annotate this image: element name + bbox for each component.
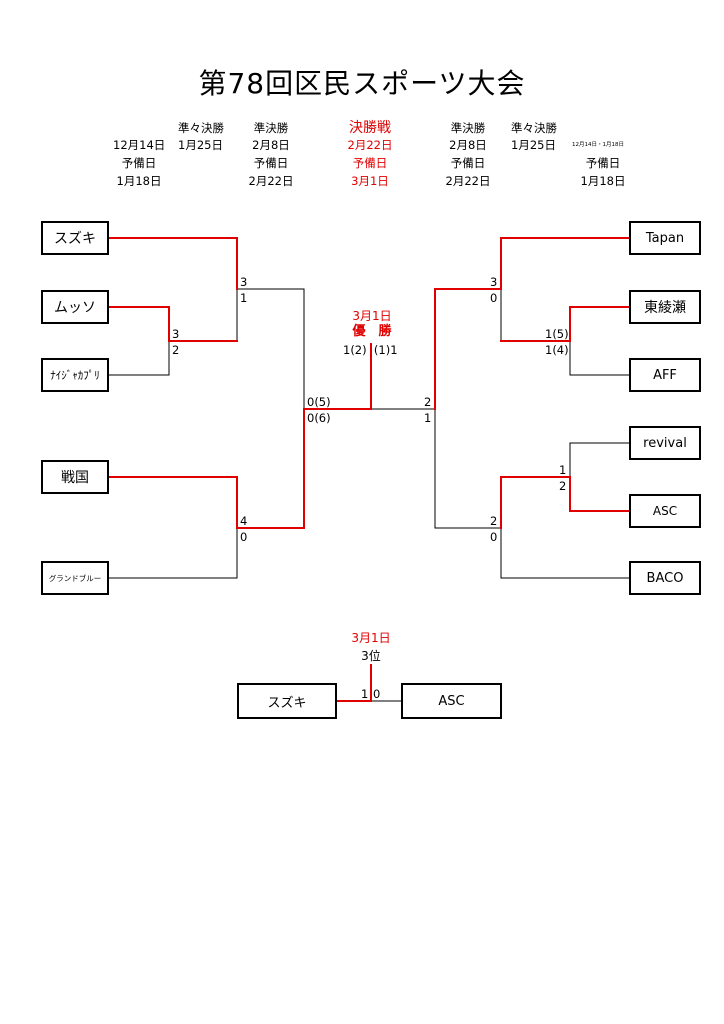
score-revival: 1 — [559, 463, 567, 477]
team-left-musso: ムッソ — [41, 290, 109, 324]
right-sf-label: 準決勝 — [450, 121, 486, 135]
final-reserve-date: 3月1日 — [351, 174, 389, 188]
right-qf-label: 準々決勝 — [511, 121, 557, 135]
final-left-score-1: 0(5) — [307, 395, 331, 409]
score-naija: 2 — [172, 343, 180, 357]
team-right-revival: revival — [629, 426, 701, 460]
team-right-higashiayase: 東綾瀬 — [629, 290, 701, 324]
left-r1-date: 12月14日 — [113, 138, 166, 152]
team-left-suzuki: スズキ — [41, 221, 109, 255]
team-right-baco: BACO — [629, 561, 701, 595]
right-r1-reserve-label: 予備日 — [585, 156, 621, 170]
left-qf-date: 1月25日 — [178, 138, 223, 152]
final-date: 2月22日 — [347, 138, 393, 152]
score-sengoku: 4 — [240, 514, 248, 528]
score-suzuki: 3 — [240, 275, 248, 289]
score-musso: 3 — [172, 327, 180, 341]
right-sf-reserve-date: 2月22日 — [445, 174, 491, 188]
right-r1-reserve-date: 1月18日 — [580, 174, 626, 188]
left-sf-date: 2月8日 — [252, 138, 290, 152]
third-place-label: 3位 — [361, 649, 381, 663]
left-sf-label: 準決勝 — [253, 121, 289, 135]
third-place-score-right: 0 — [373, 687, 381, 701]
score-tapan: 3 — [490, 275, 498, 289]
score-baco: 0 — [490, 530, 498, 544]
score-left-qf1-bottom: 1 — [240, 291, 248, 305]
left-r1-reserve-date: 1月18日 — [116, 174, 162, 188]
final-right-score-1: 2 — [424, 395, 432, 409]
team-left-sengoku: 戦国 — [41, 460, 109, 494]
final-match-date: 3月1日 — [352, 309, 392, 323]
third-place-date: 3月1日 — [351, 631, 391, 645]
third-place-team-left: スズキ — [237, 683, 337, 719]
page-title: 第78回区民スポーツ大会 — [198, 67, 526, 100]
team-right-aff: AFF — [629, 358, 701, 392]
left-qf-label: 準々決勝 — [178, 121, 224, 135]
right-qf-date: 1月25日 — [511, 138, 556, 152]
final-right-score-2: 1 — [424, 411, 432, 425]
left-sf-reserve-label: 予備日 — [253, 156, 289, 170]
final-reserve-label: 予備日 — [352, 156, 388, 170]
score-higashiayase: 1(5) — [545, 327, 569, 341]
left-sf-reserve-date: 2月22日 — [248, 174, 294, 188]
score-right-sf-bottom: 2 — [490, 514, 498, 528]
team-right-tapan: Tapan — [629, 221, 701, 255]
right-r1-date: 12月14日・1月18日 — [572, 142, 624, 148]
third-place-score-left: 1 — [361, 687, 369, 701]
score-right-qf-mid: 0 — [490, 291, 498, 305]
final-label: 決勝戦 — [349, 120, 391, 136]
right-sf-reserve-label: 予備日 — [450, 156, 486, 170]
final-left-score-2: 0(6) — [307, 411, 331, 425]
left-r1-reserve-label: 予備日 — [121, 156, 157, 170]
final-score-line: 1(2) (1)1 — [343, 343, 398, 357]
score-grandblue: 0 — [240, 530, 248, 544]
score-asc: 2 — [559, 479, 567, 493]
score-aff: 1(4) — [545, 343, 569, 357]
team-left-naija: ﾅｲｼﾞｬｶﾌﾟﾘ — [41, 358, 109, 392]
team-left-grandblue: グランドブルー — [41, 561, 109, 595]
right-sf-date: 2月8日 — [449, 138, 487, 152]
final-champion-label: 優 勝 — [352, 324, 392, 339]
third-place-team-right: ASC — [401, 683, 502, 719]
team-right-asc: ASC — [629, 494, 701, 528]
